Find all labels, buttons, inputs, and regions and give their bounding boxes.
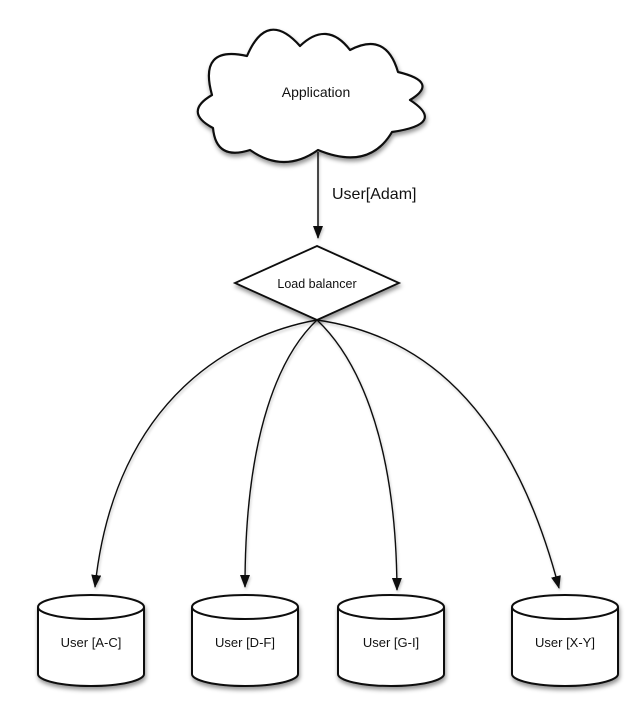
node-load-balancer: Load balancer [232, 245, 402, 321]
cylinder-body [511, 607, 619, 687]
shard-xy-label: User [X-Y] [535, 635, 595, 650]
cylinder-top [37, 594, 145, 620]
node-shard-df: User [D-F] [191, 594, 299, 687]
node-application: Application [196, 28, 426, 163]
shard-gi-label: User [G-I] [363, 635, 419, 650]
edge-loadbalancer-to-shard-gi [316, 319, 402, 591]
shard-ac-label: User [A-C] [61, 635, 122, 650]
node-shard-xy: User [X-Y] [511, 594, 619, 687]
cylinder-body [37, 607, 145, 687]
edge-loadbalancer-to-shard-xy [316, 319, 561, 589]
load-balancer-label: Load balancer [277, 277, 356, 291]
edge-loadbalancer-to-shard-df [240, 319, 318, 588]
edge-label-user-adam: User[Adam] [332, 186, 416, 203]
cloud-shape [196, 28, 426, 163]
application-label: Application [282, 84, 351, 100]
shard-df-label: User [D-F] [215, 635, 275, 650]
node-shard-gi: User [G-I] [337, 594, 445, 687]
node-shard-ac: User [A-C] [37, 594, 145, 687]
cylinder-top [337, 594, 445, 620]
cylinder-top [511, 594, 619, 620]
cylinder-body [191, 607, 299, 687]
cylinder-body [337, 607, 445, 687]
edge-loadbalancer-to-shard-ac [91, 319, 318, 588]
diamond-shape [232, 245, 402, 321]
edge-group [91, 152, 561, 591]
cylinder-top [191, 594, 299, 620]
